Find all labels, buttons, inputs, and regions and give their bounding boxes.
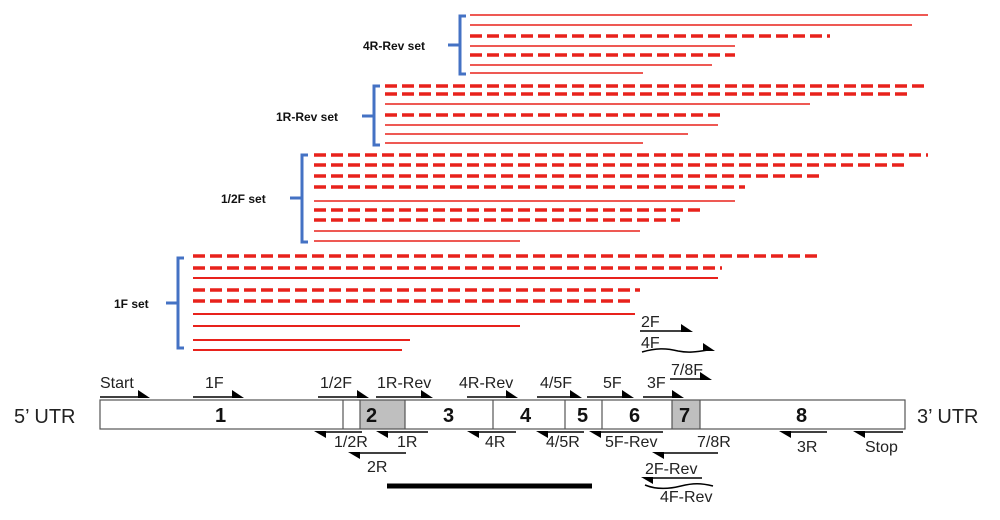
set-bracket bbox=[166, 256, 184, 350]
exon-3: 3 bbox=[443, 405, 454, 427]
set-label: 1/2F set bbox=[221, 192, 266, 206]
primer-4f-arrowhead bbox=[703, 343, 715, 351]
exon-2-shade bbox=[360, 400, 405, 429]
primer-2r-arrowhead bbox=[348, 452, 360, 459]
primer-1rrev-arrowhead bbox=[421, 390, 433, 398]
gene-box bbox=[99, 399, 906, 430]
primer-78r-arrowhead bbox=[652, 452, 664, 459]
primer-12r-label: 1/2R bbox=[334, 434, 368, 451]
primer-stop-label: Stop bbox=[865, 439, 898, 456]
set-bracket bbox=[290, 153, 308, 244]
exon-4: 4 bbox=[520, 405, 532, 427]
exon-6: 6 bbox=[629, 405, 640, 427]
primer-4frev-label: 4F-Rev bbox=[660, 489, 712, 506]
primer-3f-label: 3F bbox=[647, 375, 666, 392]
primer-2f-label: 2F bbox=[641, 314, 660, 331]
primer-4f-label: 4F bbox=[641, 335, 660, 352]
set-label: 4R-Rev set bbox=[363, 39, 425, 53]
primer-2f-arrowhead bbox=[681, 324, 693, 332]
primer-2frev-label: 2F-Rev bbox=[645, 461, 697, 478]
primer-4frev-arrow bbox=[644, 483, 714, 490]
exon-7-shade bbox=[672, 400, 700, 429]
primer-5frev-label: 5F-Rev bbox=[605, 434, 657, 451]
primer-45r-arrowhead bbox=[536, 431, 548, 438]
primer-4r-label: 4R bbox=[485, 434, 505, 451]
set-1r-rev: 1R-Rev set bbox=[276, 84, 928, 147]
exon-7: 7 bbox=[679, 405, 690, 427]
primer-45f-label: 4/5F bbox=[540, 375, 572, 392]
exon-8: 8 bbox=[796, 405, 807, 427]
primer-1rrev-label: 1R-Rev bbox=[377, 375, 431, 392]
primer-start-arrowhead bbox=[138, 390, 150, 398]
set-bracket bbox=[362, 84, 380, 147]
primer-12r-arrowhead bbox=[314, 431, 326, 438]
primer-1r-label: 1R bbox=[397, 434, 417, 451]
set-1-2f: 1/2F set bbox=[221, 153, 928, 244]
utr-5-label: 5’ UTR bbox=[14, 406, 75, 428]
set-label: 1F set bbox=[114, 297, 149, 311]
primer-2frev-arrowhead bbox=[641, 477, 653, 484]
set-label: 1R-Rev set bbox=[276, 110, 338, 124]
exon-1: 1 bbox=[215, 405, 226, 427]
primer-1r-arrowhead bbox=[376, 431, 388, 438]
primer-stop-arrowhead bbox=[853, 431, 865, 438]
primer-78r-label: 7/8R bbox=[697, 434, 731, 451]
primer-4f-arrow bbox=[641, 348, 709, 353]
gene-structure: 5’ UTR 3’ UTR 1 2 3 4 5 6 7 8 bbox=[14, 399, 978, 430]
primer-3f-arrowhead bbox=[672, 390, 684, 398]
primer-78f-label: 7/8F bbox=[671, 362, 703, 379]
primer-1f-label: 1F bbox=[205, 375, 224, 392]
primer-4rrev-label: 4R-Rev bbox=[459, 375, 513, 392]
primer-78f-arrowhead bbox=[700, 372, 712, 380]
set-1f: 1F set bbox=[114, 254, 818, 351]
primer-12f-arrowhead bbox=[357, 390, 369, 398]
primer-4r-arrowhead bbox=[467, 431, 479, 438]
exon-5: 5 bbox=[577, 405, 588, 427]
set-4r-rev: 4R-Rev set bbox=[363, 14, 928, 76]
primer-1f-arrowhead bbox=[232, 390, 244, 398]
primer-12f-label: 1/2F bbox=[320, 375, 352, 392]
primer-5f-arrowhead bbox=[622, 390, 634, 398]
primer-45f-arrowhead bbox=[570, 390, 582, 398]
set-bracket bbox=[448, 14, 466, 76]
utr-3-label: 3’ UTR bbox=[917, 406, 978, 428]
primer-start-label: Start bbox=[100, 375, 134, 392]
primer-2r-label: 2R bbox=[367, 459, 387, 476]
primer-3r-arrowhead bbox=[779, 431, 791, 438]
exon-2: 2 bbox=[366, 405, 377, 427]
primer-5frev-arrowhead bbox=[589, 431, 601, 438]
primer-45r-label: 4/5R bbox=[546, 434, 580, 451]
primer-4rrev-arrowhead bbox=[506, 390, 518, 398]
primer-3r-label: 3R bbox=[797, 439, 817, 456]
primer-5f-label: 5F bbox=[603, 375, 622, 392]
